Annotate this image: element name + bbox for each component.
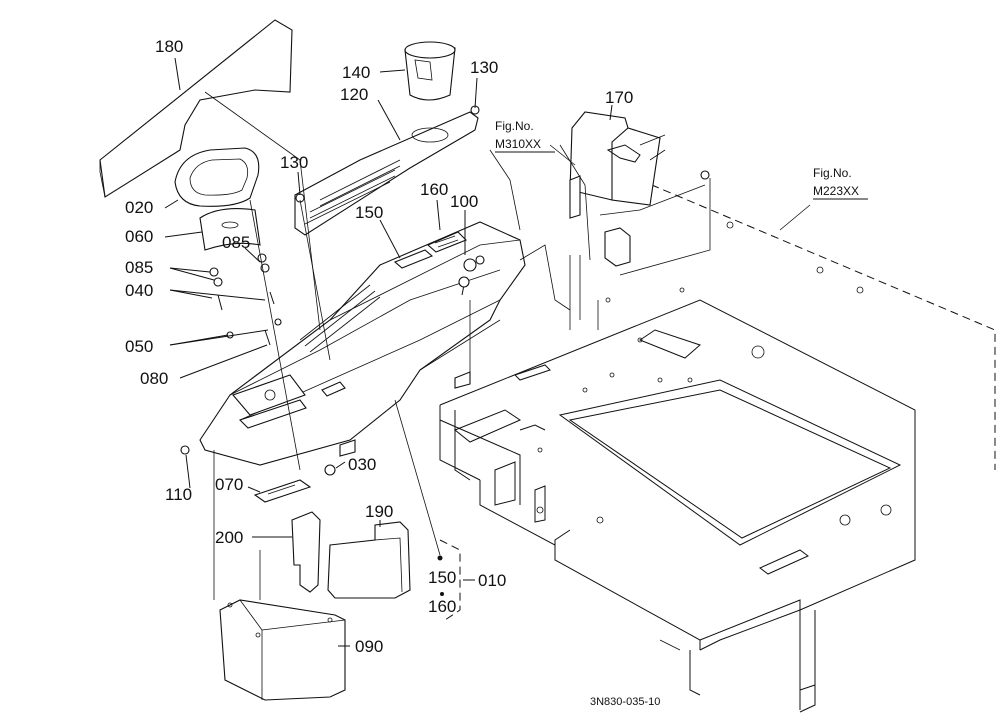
callout-180: 180 <box>155 37 183 56</box>
callout-060: 060 <box>125 227 153 246</box>
part-070-plate <box>253 479 312 503</box>
part-200-plate <box>291 511 321 593</box>
frame-assembly <box>439 179 996 713</box>
part-090-lower-cover <box>219 599 346 701</box>
fig-ref-number: M310XX <box>495 137 541 151</box>
callout-090: 090 <box>355 637 383 656</box>
callout-100: 100 <box>450 192 478 211</box>
part-170-block <box>569 111 666 206</box>
callout-085: 085 <box>222 233 250 252</box>
callout-190: 190 <box>365 502 393 521</box>
callout-080: 080 <box>140 369 168 388</box>
part-190-panel <box>327 521 411 599</box>
drawing-number: 3N830-035-10 <box>590 696 660 708</box>
part-180-cover <box>99 19 293 198</box>
fig-ref-label: Fig.No. <box>495 119 534 133</box>
callout-040: 040 <box>125 281 153 300</box>
hardware-washers-screws <box>180 105 710 561</box>
main-console <box>199 221 526 466</box>
fig-ref-label: Fig.No. <box>813 166 852 180</box>
callout-085: 085 <box>125 258 153 277</box>
part-140-cup <box>404 41 456 101</box>
part-120-rail-plate <box>294 111 479 236</box>
part-060-bezel <box>199 208 261 251</box>
callout-200: 200 <box>215 528 243 547</box>
callout-labels: 180 140 130 120 170 130 160 100 150 020 … <box>125 37 633 656</box>
part-020-frame <box>174 147 260 207</box>
figure-ref-m310xx: Fig.No. M310XX <box>495 119 555 153</box>
callout-020: 020 <box>125 198 153 217</box>
callout-140: 140 <box>342 63 370 82</box>
callout-160: 160 <box>428 597 456 616</box>
figure-ref-m223xx: Fig.No. M223XX <box>813 166 868 200</box>
bracket-part <box>569 175 631 267</box>
callout-170: 170 <box>605 88 633 107</box>
callout-010: 010 <box>478 571 506 590</box>
callout-120: 120 <box>340 85 368 104</box>
callout-150: 150 <box>355 203 383 222</box>
callout-130: 130 <box>470 58 498 77</box>
leader-lines <box>164 57 811 651</box>
callout-150: 150 <box>428 568 456 587</box>
callout-070: 070 <box>215 475 243 494</box>
group-dot <box>440 592 444 596</box>
callout-160: 160 <box>420 180 448 199</box>
callout-130: 130 <box>280 153 308 172</box>
callout-110: 110 <box>165 485 192 504</box>
callout-050: 050 <box>125 337 153 356</box>
callout-030: 030 <box>348 455 376 474</box>
fig-ref-number: M223XX <box>813 184 859 198</box>
